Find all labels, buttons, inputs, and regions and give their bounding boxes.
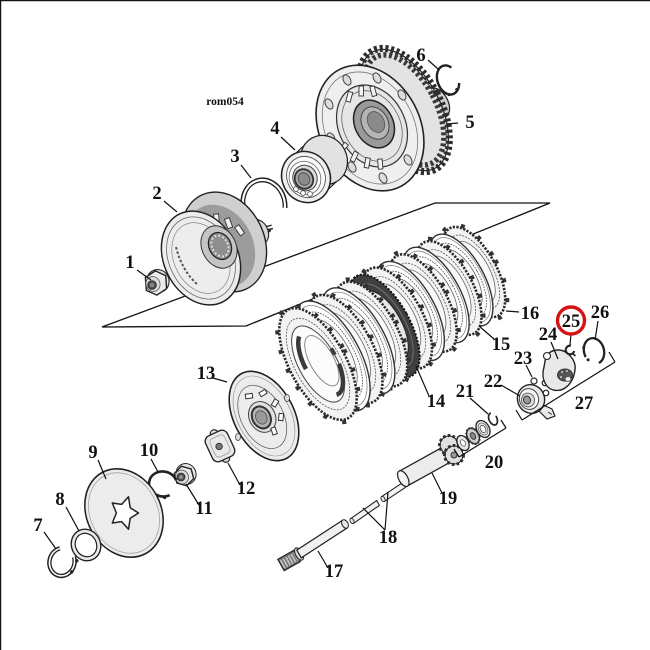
part-9-diaphragm-spring [84,468,164,558]
part-26-snap-ring [582,337,606,365]
diagram-code: rom054 [206,96,244,108]
part-4-bearing [280,134,349,204]
part-25-clip [564,344,576,357]
spring-star-hole [111,496,140,530]
part-8-ring [70,528,102,562]
part-label-17: 17 [325,562,344,582]
star-washer [438,434,465,466]
part-label-20: 20 [485,453,504,473]
part-20-washers [456,419,491,452]
clutch-plate [275,303,361,425]
part-label-6: 6 [416,46,425,66]
part-label-9: 9 [88,443,97,463]
part-label-11: 11 [195,499,212,519]
part-label-3: 3 [230,147,239,167]
part-7-snap-ring [47,545,79,579]
pressure-plate-slots [244,388,285,436]
part-24-ramp-plate [542,349,576,392]
part-label-23: 23 [514,349,533,369]
part-label-14: 14 [427,392,446,412]
part-label-10: 10 [140,441,159,461]
part-21-ring [487,412,499,426]
part-label-19: 19 [439,489,458,509]
bracket-20 [453,419,507,458]
part-19-sleeve [396,434,465,488]
part-5-clutch-basket [315,44,453,192]
part-12-adjuster-plate [204,429,236,463]
part-label-22: 22 [484,372,503,392]
part-6-snap-ring [435,64,461,97]
part-label-16: 16 [521,304,540,324]
part-label-15: 15 [492,335,511,355]
bracket-27 [515,351,616,421]
part-2-clutch-hub [160,191,270,306]
leader-lines [43,59,616,569]
part-label-27: 27 [575,394,594,414]
part-label-26: 26 [591,303,610,323]
part-label-7: 7 [33,516,42,536]
hub-stamp-marks [175,246,199,286]
part-22-release-plate [516,383,556,420]
assembly-plane [101,202,551,328]
part-label-4: 4 [270,119,279,139]
part-11-nut [173,463,197,487]
part-label-1: 1 [125,253,134,273]
part-label-21: 21 [456,382,475,402]
clutch-plate-stack [275,222,510,425]
part-17-pushrod [276,519,349,572]
highlight-circle-part-25 [555,305,587,336]
sprocket-teeth-outer [355,44,453,176]
part-1-nut [144,269,170,296]
part-label-25: 25 [562,312,581,332]
part-label-24: 24 [539,325,558,345]
part-18-pushrod-segments [349,481,407,525]
part-label-18: 18 [379,528,398,548]
part-label-5: 5 [465,113,474,133]
part-13-pressure-plate [228,370,300,462]
part-label-12: 12 [237,479,256,499]
part-label-13: 13 [197,364,216,384]
part-label-2: 2 [152,184,161,204]
part-label-8: 8 [55,490,64,510]
